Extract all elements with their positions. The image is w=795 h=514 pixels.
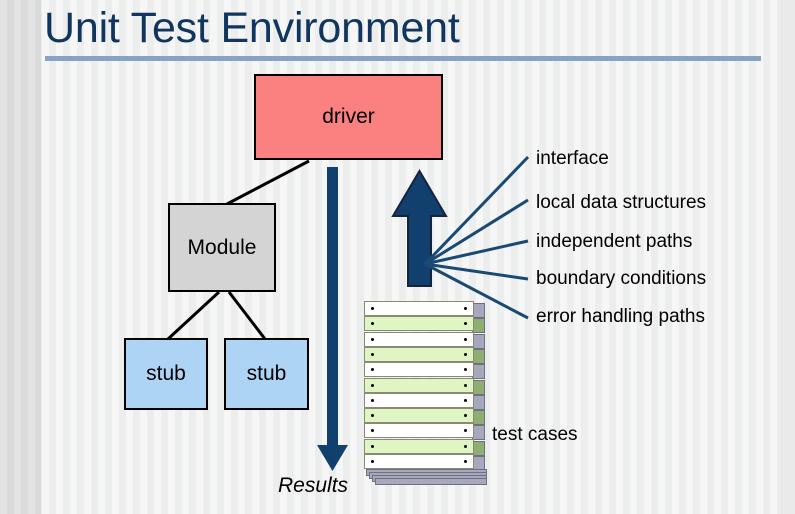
test-cases-label: test cases — [492, 424, 578, 445]
test-case-sheet — [364, 301, 474, 316]
sprocket-hole-icon — [371, 383, 374, 387]
test-case-sheet — [364, 423, 474, 439]
node-driver-label: driver — [322, 105, 375, 128]
sprocket-hole-icon — [464, 414, 467, 418]
aspect-fan-lines — [423, 155, 530, 320]
sprocket-hole-icon — [464, 352, 467, 356]
sprocket-hole-icon — [371, 322, 374, 326]
test-case-sheet — [364, 392, 474, 408]
sprocket-hole-icon — [371, 307, 374, 310]
connector-module-stub-right — [227, 291, 267, 340]
aspect-label-boundary-conditions: boundary conditions — [536, 268, 707, 289]
test-case-sheet — [364, 331, 474, 347]
connector-module-stub-left — [166, 290, 221, 341]
test-case-sheet — [364, 316, 474, 332]
aspect-label-error-handling-paths: error handling paths — [536, 306, 705, 327]
sprocket-hole-icon — [371, 352, 374, 356]
node-module-label: Module — [187, 235, 257, 259]
sprocket-hole-icon — [464, 429, 467, 433]
test-case-sheet — [364, 346, 474, 362]
sprocket-hole-icon — [464, 337, 467, 341]
sprocket-hole-icon — [371, 414, 374, 418]
aspect-line-independent-paths — [424, 239, 529, 266]
sprocket-hole-icon — [371, 337, 374, 341]
node-stub-right[interactable]: stub — [224, 338, 309, 410]
title-divider — [45, 56, 761, 61]
node-stub-left-label: stub — [146, 362, 186, 385]
sprocket-hole-icon — [464, 383, 467, 387]
node-driver[interactable]: driver — [254, 74, 443, 160]
aspect-line-boundary-conditions — [424, 262, 529, 281]
sprocket-hole-icon — [371, 444, 374, 448]
sprocket-hole-icon — [464, 307, 467, 310]
sprocket-hole-icon — [371, 460, 374, 463]
node-stub-right-label: stub — [246, 362, 287, 385]
sprocket-hole-icon — [464, 368, 467, 372]
results-arrow-icon — [317, 167, 348, 471]
connector-driver-module — [226, 159, 310, 206]
test-case-sheet — [364, 408, 474, 424]
test-case-sheet — [364, 377, 474, 393]
node-stub-left[interactable]: stub — [124, 338, 208, 410]
sprocket-hole-icon — [371, 368, 374, 372]
sprocket-hole-icon — [464, 460, 467, 463]
background-stripe-band-left — [0, 0, 41, 514]
aspect-line-local-data-structures — [424, 198, 529, 266]
sprocket-hole-icon — [464, 444, 467, 448]
page-title: Unit Test Environment — [44, 4, 460, 52]
test-case-sheet — [364, 438, 474, 454]
aspect-line-interface — [423, 155, 530, 266]
aspect-line-error-handling-paths — [424, 262, 529, 320]
aspect-label-local-data-structures: local data structures — [536, 192, 707, 213]
results-label: Results — [278, 474, 349, 497]
test-cases-arrow-icon — [391, 169, 448, 287]
node-module[interactable]: Module — [168, 203, 276, 292]
test-case-sheet — [364, 454, 474, 469]
test-case-stack — [364, 301, 488, 486]
aspect-label-interface: interface — [536, 148, 609, 169]
sprocket-hole-icon — [371, 429, 374, 433]
sprocket-hole-icon — [371, 398, 374, 402]
stack-base-shadow — [375, 478, 487, 486]
sprocket-hole-icon — [464, 398, 467, 402]
sprocket-hole-icon — [464, 322, 467, 326]
test-case-sheet — [364, 362, 474, 378]
aspect-label-independent-paths: independent paths — [536, 231, 693, 252]
background-stripe-band-right — [779, 0, 795, 514]
